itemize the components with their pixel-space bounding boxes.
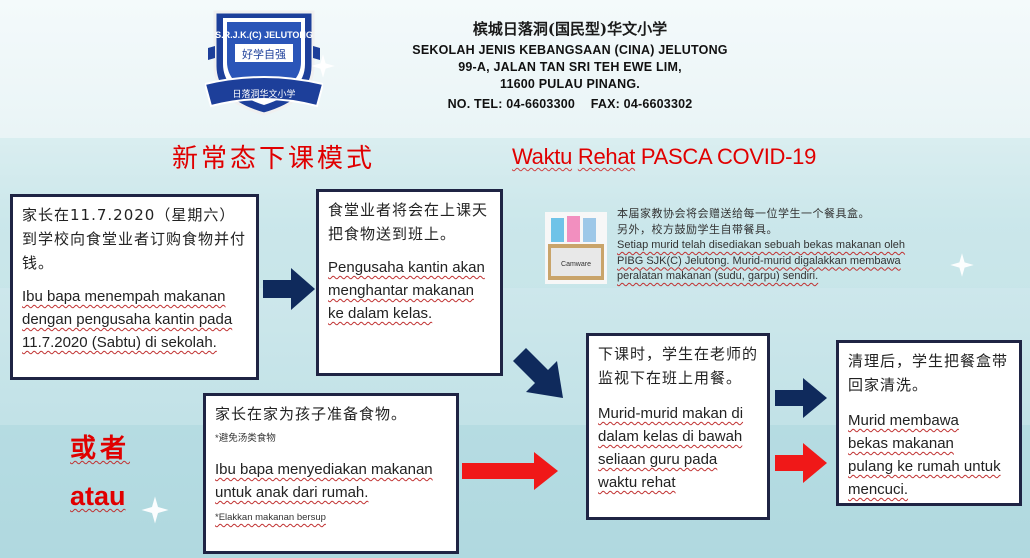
crest-motto: 好学自强: [242, 47, 286, 61]
step-order-food-box: 家长在11.7.2020（星期六）到学校向食堂业者订购食物并付钱。 Ibu ba…: [10, 194, 259, 380]
text-line: Setiap murid telah disediakan sebuah bek…: [617, 239, 906, 251]
school-crest-logo: S.R.J.K.(C) JELUTONG 好学自强 日落洞华文小学: [205, 10, 323, 116]
school-header: 槟城日落洞(国民型)华文小学 SEKOLAH JENIS KEBANGSAAN …: [380, 18, 760, 113]
note-malay: *Elakkan makanan bersup: [215, 512, 447, 523]
step-text-malay: Murid membawa bekas makanan pulang ke ru…: [848, 409, 1010, 501]
arrow-right-icon: [775, 378, 827, 418]
note-chinese: *避免汤类食物: [215, 433, 276, 444]
text-line: *Elakkan makanan bersup: [215, 512, 326, 523]
address-line-1: 99-A, JALAN TAN SRI TEH EWE LIM,: [458, 60, 682, 74]
sparkle-star-icon: [141, 496, 169, 524]
step-text-chinese: 家长在11.7.2020（星期六）到学校向食堂业者订购食物并付钱。: [22, 206, 247, 272]
step-text-chinese: 家长在家为孩子准备食物。: [215, 405, 408, 423]
step-text-malay: Ibu bapa menyediakan makanan untuk anak …: [215, 458, 447, 504]
school-name-malay: SEKOLAH JENIS KEBANGSAAN (CINA) JELUTONG: [412, 43, 728, 57]
or-label-malay: atau: [70, 481, 126, 512]
arrow-down-right-icon: [513, 348, 563, 398]
step-text-malay: Murid-murid makan di dalam kelas di bawa…: [598, 402, 758, 494]
info-text-malay: Setiap murid telah disediakan sebuah bek…: [617, 238, 947, 285]
text-line: Ibu bapa menyediakan makanan: [215, 461, 433, 478]
step-text-chinese: 清理后，学生把餐盒带回家清洗。: [848, 352, 1009, 394]
text-line: PIBG SJK(C) Jelutong. Murid-murid digala…: [617, 254, 901, 267]
step-text-malay: Pengusaha kantin akan menghantar makanan…: [328, 256, 491, 325]
product-brand-label: Camware: [561, 261, 591, 268]
text-line: Murid-murid makan di: [598, 405, 744, 422]
text-line: peralatan makanan (sudu, garpu) sendiri.: [617, 270, 819, 282]
step-bring-home-box: 清理后，学生把餐盒带回家清洗。 Murid membawa bekas maka…: [836, 340, 1022, 506]
text-line: dengan pengusaha kantin pada: [22, 311, 233, 328]
sparkle-star-icon: [950, 253, 974, 277]
step-text-malay: Ibu bapa menempah makanan dengan pengusa…: [22, 285, 247, 354]
arrow-right-icon: [263, 268, 315, 310]
text-line: pulang ke rumah untuk: [848, 458, 1001, 475]
text-line: dalam kelas di bawah: [598, 428, 743, 445]
contact-line: NO. TEL: 04-6603300 FAX: 04-6603302: [380, 96, 760, 113]
title-word-pasca: PASCA COVID-19: [640, 144, 817, 169]
text-line: ke dalam kelas.: [328, 305, 433, 322]
text-line: waktu rehat: [598, 474, 676, 491]
text-line: bekas makanan: [848, 435, 954, 452]
title-word-rehat: Rehat: [577, 144, 636, 169]
arrow-right-red-icon: [775, 443, 827, 483]
lunchbox-info: 本届家教协会将会赠送给每一位学生一个餐具盒。 另外，校方鼓励学生自带餐具。 Se…: [617, 206, 947, 285]
title-word-waktu: Waktu: [512, 144, 573, 169]
fax: FAX: 04-6603302: [590, 97, 693, 111]
text-line: Ibu bapa menempah makanan: [22, 288, 226, 305]
address-line-2: 11600 PULAU PINANG.: [500, 77, 640, 91]
school-name-chinese: 槟城日落洞(国民型)华文小学: [472, 20, 668, 38]
step-text-chinese: 下课时，学生在老师的监视下在班上用餐。: [598, 345, 759, 387]
text-line: 11.7.2020 (Sabtu) di sekolah.: [22, 334, 217, 351]
text-line: untuk anak dari rumah.: [215, 484, 369, 501]
info-text-chinese-2: 另外，校方鼓励学生自带餐具。: [617, 223, 778, 236]
text-line: menghantar makanan: [328, 282, 474, 299]
text-line: atau: [70, 481, 126, 511]
step-food-delivered-box: 食堂业者将会在上课天把食物送到班上。 Pengusaha kantin akan…: [316, 189, 503, 376]
or-label-chinese: 或者: [70, 428, 130, 465]
text-line: Pengusaha kantin akan: [328, 259, 485, 276]
telephone: NO. TEL: 04-6603300: [447, 97, 576, 111]
text-line: mencuci.: [848, 481, 909, 498]
text-line: 或者: [70, 434, 131, 464]
title-malay: Waktu Rehat PASCA COVID-19: [512, 144, 816, 170]
crest-bottom-text: 日落洞华文小学: [232, 88, 295, 100]
step-prepare-at-home-box: 家长在家为孩子准备食物。 *避免汤类食物 Ibu bapa menyediaka…: [203, 393, 459, 554]
lunchbox-product-image: Camware: [545, 212, 607, 284]
text-line: seliaan guru pada: [598, 451, 718, 468]
title-chinese: 新常态下课模式: [172, 144, 376, 174]
sparkle-star-icon: [311, 54, 335, 78]
arrow-right-red-icon: [462, 452, 558, 490]
step-text-chinese: 食堂业者将会在上课天把食物送到班上。: [328, 201, 489, 243]
crest-top-text: S.R.J.K.(C) JELUTONG: [215, 30, 313, 40]
step-eat-in-class-box: 下课时，学生在老师的监视下在班上用餐。 Murid-murid makan di…: [586, 333, 770, 520]
info-text-chinese-1: 本届家教协会将会赠送给每一位学生一个餐具盒。: [617, 207, 870, 220]
text-line: Murid membawa: [848, 412, 959, 429]
